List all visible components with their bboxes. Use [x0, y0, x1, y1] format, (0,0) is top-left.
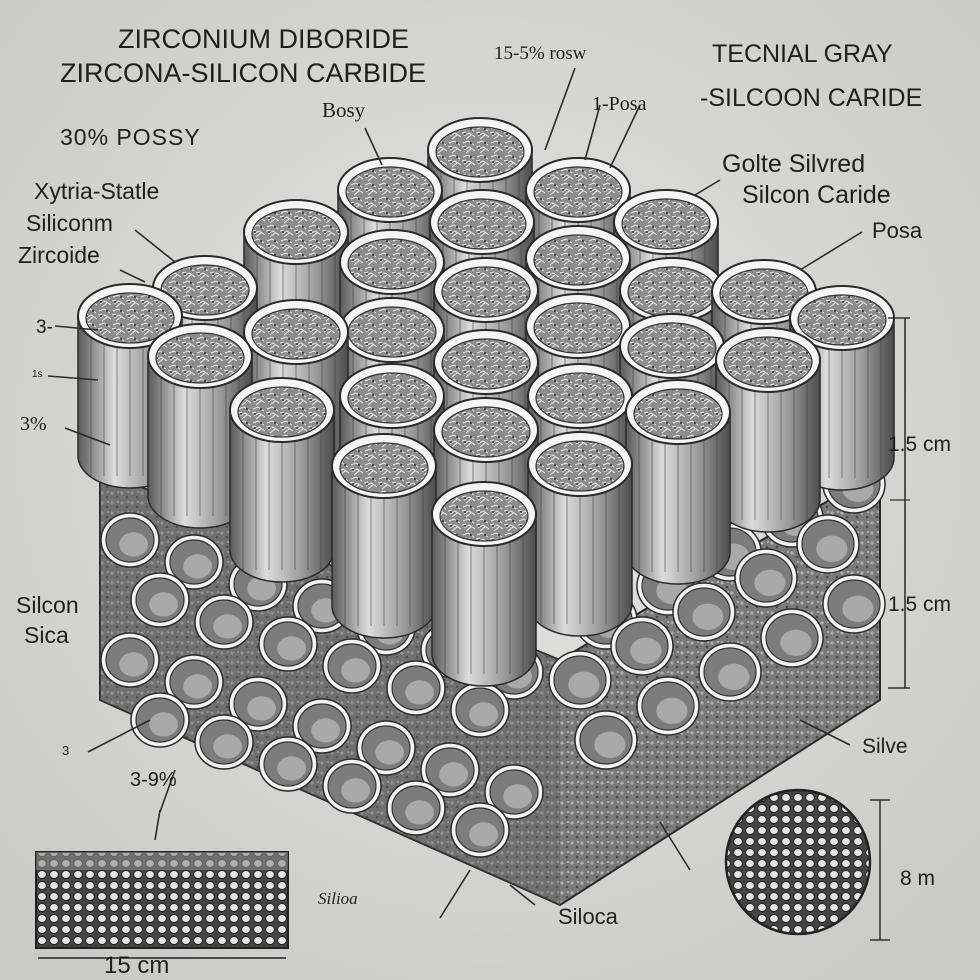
- tube-cell: [715, 327, 821, 533]
- base-cell: [194, 714, 254, 770]
- label-body: Bosy: [322, 98, 366, 122]
- label-left-3pct: 3%: [20, 413, 47, 435]
- base-cell: [610, 616, 674, 676]
- label-poss-1: 1-Posa: [592, 93, 647, 115]
- base-cell: [484, 764, 544, 820]
- base-cell: [322, 758, 382, 814]
- base-cell: [100, 512, 160, 568]
- base-cell: [292, 698, 352, 754]
- base-cell: [194, 594, 254, 650]
- label-top-poss: 15-5% rosw: [494, 43, 587, 64]
- tube-cell: [527, 431, 633, 637]
- base-cell: [356, 720, 416, 776]
- base-cell: [228, 676, 288, 732]
- base-cell: [822, 574, 886, 634]
- base-cell: [450, 802, 510, 858]
- tube-cell: [431, 481, 537, 687]
- label-gold-silvered-2: Silcon Caride: [742, 181, 891, 209]
- base-cell: [698, 642, 762, 702]
- base-cell: [672, 582, 736, 642]
- label-siloca: Siloca: [558, 904, 618, 929]
- label-silicon-2: Sica: [24, 622, 69, 648]
- base-cell: [450, 682, 510, 738]
- base-cell: [734, 548, 798, 608]
- label-porosity-30: 30% POSSY: [60, 124, 201, 150]
- base-cell: [258, 736, 318, 792]
- base-cell: [130, 572, 190, 628]
- base-cell: [164, 534, 224, 590]
- base-cell: [386, 780, 446, 836]
- label-dimension-circle: 8 m: [900, 867, 936, 890]
- base-cell: [574, 710, 638, 770]
- label-dimension-mid: 1.5 cm: [888, 593, 952, 616]
- base-cell: [130, 692, 190, 748]
- tube-cell: [229, 377, 335, 583]
- base-cell: [164, 654, 224, 710]
- base-cell: [100, 632, 160, 688]
- label-left-low: 3: [62, 743, 70, 758]
- label-technical-gray: TECNIAL GRAY: [712, 40, 893, 68]
- base-cell: [322, 638, 382, 694]
- label-dimension-top: 1.5 cm: [888, 433, 952, 456]
- base-cell: [386, 660, 446, 716]
- label-silioa: Silioa: [318, 889, 358, 908]
- tube-cell: [331, 433, 437, 639]
- label-yttria-1: Xytria-Statle: [34, 178, 160, 204]
- base-cell: [760, 608, 824, 668]
- base-cell: [420, 742, 480, 798]
- label-dimension-bottom: 15 cm: [104, 952, 170, 979]
- base-cell: [258, 616, 318, 672]
- label-gold-silvered-1: Golte Silvred: [722, 150, 866, 178]
- base-cell: [548, 650, 612, 710]
- label-yttria-2: Siliconm: [26, 210, 113, 236]
- label-left-3: 3-: [36, 317, 53, 338]
- label-yttria-3: Zircoide: [18, 242, 100, 268]
- label-left-small: 1s: [32, 369, 43, 380]
- label-silicon-1: Silcon: [16, 592, 79, 618]
- label-left-3to9: 3-9%: [130, 769, 177, 791]
- tube-cell: [625, 379, 731, 585]
- label-posa: Posa: [872, 218, 923, 243]
- label-silver: Silve: [862, 735, 908, 758]
- title-line-1: ZIRCONIUM DIBORIDE: [118, 24, 410, 54]
- base-cell: [636, 676, 700, 736]
- tube-cell: [147, 323, 253, 529]
- base-cell: [796, 514, 860, 574]
- title-line-2: ZIRCONA-SILICON CARBIDE: [60, 58, 427, 88]
- label-silicon-carbide: -SILCOON CARIDE: [700, 84, 923, 112]
